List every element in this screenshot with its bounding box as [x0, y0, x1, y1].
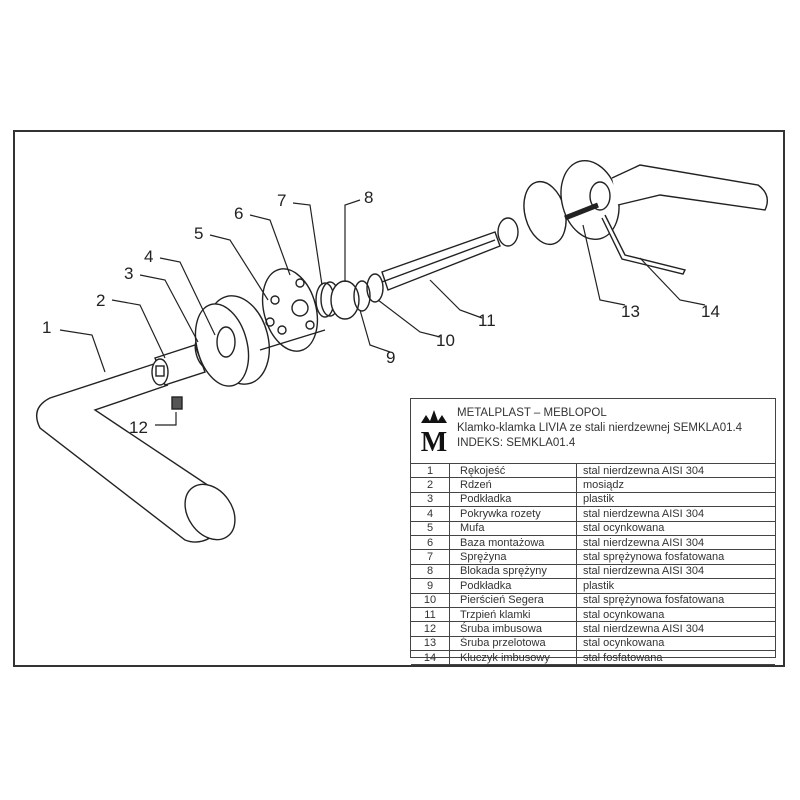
- part-number: 14: [411, 650, 450, 666]
- callout-6: 6: [234, 204, 243, 223]
- rosette-cover: [194, 295, 270, 387]
- parts-title-block: M METALPLAST – MEBLOPOL Klamko-klamka LI…: [410, 398, 776, 666]
- part-material: stal nierdzewna AISI 304: [576, 506, 775, 522]
- callout-5: 5: [194, 224, 203, 243]
- part-name: Śruba imbusowa: [449, 621, 577, 637]
- part-material: stal ocynkowana: [576, 606, 775, 623]
- circlip: [366, 273, 384, 303]
- callout-8: 8: [364, 188, 373, 207]
- part-number: 10: [411, 592, 450, 608]
- part-name: Podkładka: [449, 491, 577, 508]
- part-name: Rdzeń: [449, 477, 577, 493]
- part-material: stal nierdzewna AISI 304: [576, 534, 775, 551]
- part-name: Kluczyk imbusowy: [449, 650, 577, 666]
- part-number: 4: [411, 506, 450, 522]
- part-name: Sprężyna: [449, 549, 577, 565]
- washer-9: [353, 280, 371, 312]
- part-material: stal nierdzewna AISI 304: [576, 621, 775, 637]
- through-bolt: [564, 202, 599, 221]
- company-logo: M: [421, 410, 447, 455]
- right-rosette: [497, 159, 620, 247]
- part-material: stal fosfatowana: [576, 650, 775, 666]
- part-number: 8: [411, 563, 450, 580]
- callout-7: 7: [277, 191, 286, 210]
- callout-10: 10: [436, 331, 455, 350]
- part-material: stal nierdzewna AISI 304: [576, 464, 775, 479]
- part-material: plastik: [576, 491, 775, 508]
- callout-11: 11: [478, 311, 496, 330]
- part-material: plastik: [576, 578, 775, 594]
- callout-4: 4: [144, 247, 153, 266]
- part-material: mosiądz: [576, 477, 775, 493]
- part-name: Pierścień Segera: [449, 592, 577, 608]
- set-screw: [171, 396, 183, 410]
- part-name: Mufa: [449, 520, 577, 536]
- part-material: stal sprężynowa fosfatowana: [576, 592, 775, 608]
- part-number: 1: [411, 464, 450, 479]
- core: [151, 344, 206, 386]
- product-name: Klamko-klamka LIVIA ze stali nierdzewnej…: [457, 422, 743, 434]
- part-number: 2: [411, 477, 450, 493]
- part-material: stal ocynkowana: [576, 520, 775, 536]
- mounting-base: [259, 268, 326, 352]
- spindle: [381, 231, 501, 291]
- part-number: 6: [411, 534, 450, 551]
- part-name: Śruba przelotowa: [449, 635, 577, 652]
- part-material: stal ocynkowana: [576, 635, 775, 652]
- title-block-header: M METALPLAST – MEBLOPOL Klamko-klamka LI…: [411, 399, 775, 464]
- part-number: 5: [411, 520, 450, 536]
- part-material: stal nierdzewna AISI 304: [576, 563, 775, 580]
- product-index: INDEKS: SEMKLA01.4: [457, 437, 576, 449]
- callout-12: 12: [129, 418, 148, 437]
- part-number: 9: [411, 578, 450, 594]
- handle-right: [611, 164, 768, 211]
- part-name: Blokada sprężyny: [449, 563, 577, 580]
- callout-14: 14: [701, 302, 720, 321]
- part-name: Rękojeść: [449, 464, 577, 479]
- part-material: stal sprężynowa fosfatowana: [576, 549, 775, 565]
- part-number: 3: [411, 491, 450, 508]
- part-name: Baza montażowa: [449, 534, 577, 551]
- part-number: 7: [411, 549, 450, 565]
- part-number: 11: [411, 606, 450, 623]
- callout-2: 2: [96, 291, 105, 310]
- part-number: 13: [411, 635, 450, 652]
- callout-labels: 1 2 3 4 5 6 7 8 9 10 11 12 13 14: [42, 188, 720, 437]
- handle-left: [36, 361, 236, 543]
- callout-1: 1: [42, 318, 51, 337]
- callout-9: 9: [386, 348, 395, 367]
- callout-3: 3: [124, 264, 133, 283]
- company-name: METALPLAST – MEBLOPOL: [457, 407, 607, 419]
- part-name: Pokrywka rozety: [449, 506, 577, 522]
- callout-13: 13: [621, 302, 640, 321]
- leader-lines: [59, 199, 706, 426]
- part-name: Trzpień klamki: [449, 606, 577, 623]
- drawing-frame: [13, 130, 785, 667]
- svg-text:M: M: [421, 427, 447, 455]
- part-number: 12: [411, 621, 450, 637]
- part-name: Podkładka: [449, 578, 577, 594]
